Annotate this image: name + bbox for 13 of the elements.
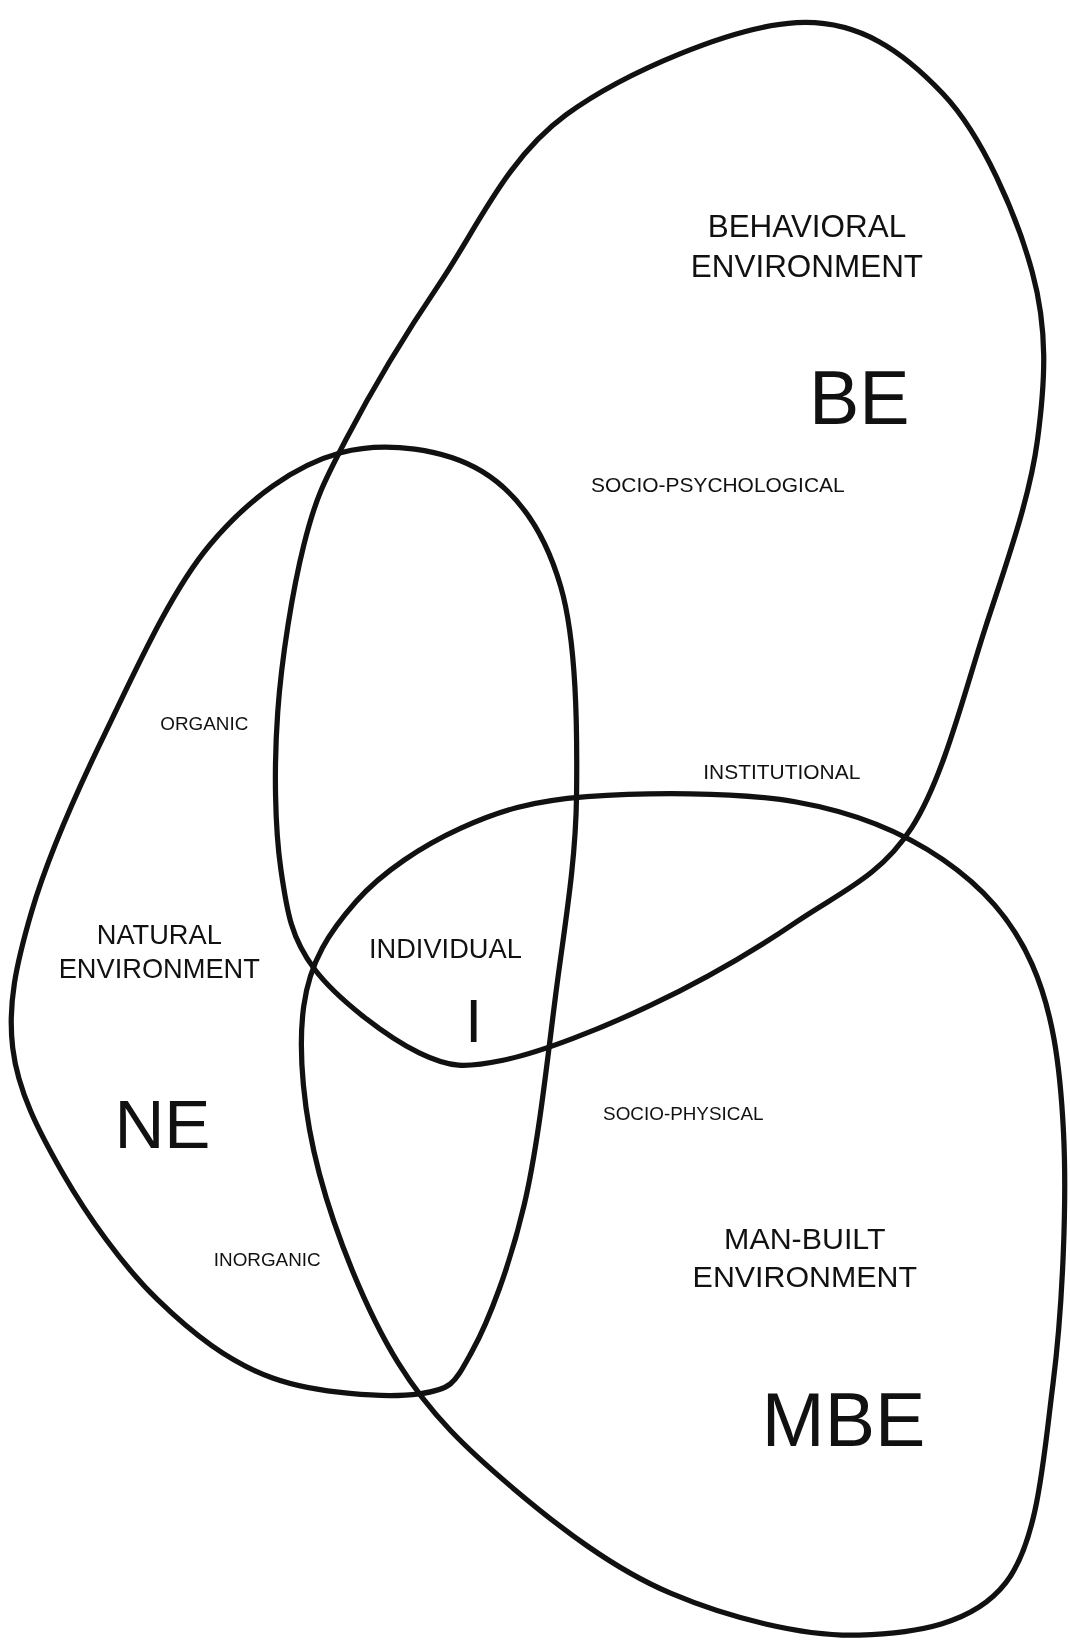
set-abbreviation: BE (809, 355, 910, 443)
set-title: NATURAL ENVIRONMENT (57, 917, 261, 986)
region-label: SOCIO-PHYSICAL (603, 1102, 764, 1126)
set-title: MAN-BUILT ENVIRONMENT (691, 1219, 919, 1295)
set-abbreviation: MBE (761, 1376, 926, 1464)
region-label: INDIVIDUAL (368, 932, 522, 967)
region-abbreviation: I (465, 985, 483, 1057)
region-label: INORGANIC (213, 1247, 321, 1272)
region-label: ORGANIC (160, 712, 249, 736)
region-label: SOCIO-PSYCHOLOGICAL (591, 472, 845, 499)
set-abbreviation: NE (114, 1084, 211, 1166)
region-label: INSTITUTIONAL (703, 759, 861, 786)
set-title: BEHAVIORAL ENVIRONMENT (689, 207, 924, 286)
